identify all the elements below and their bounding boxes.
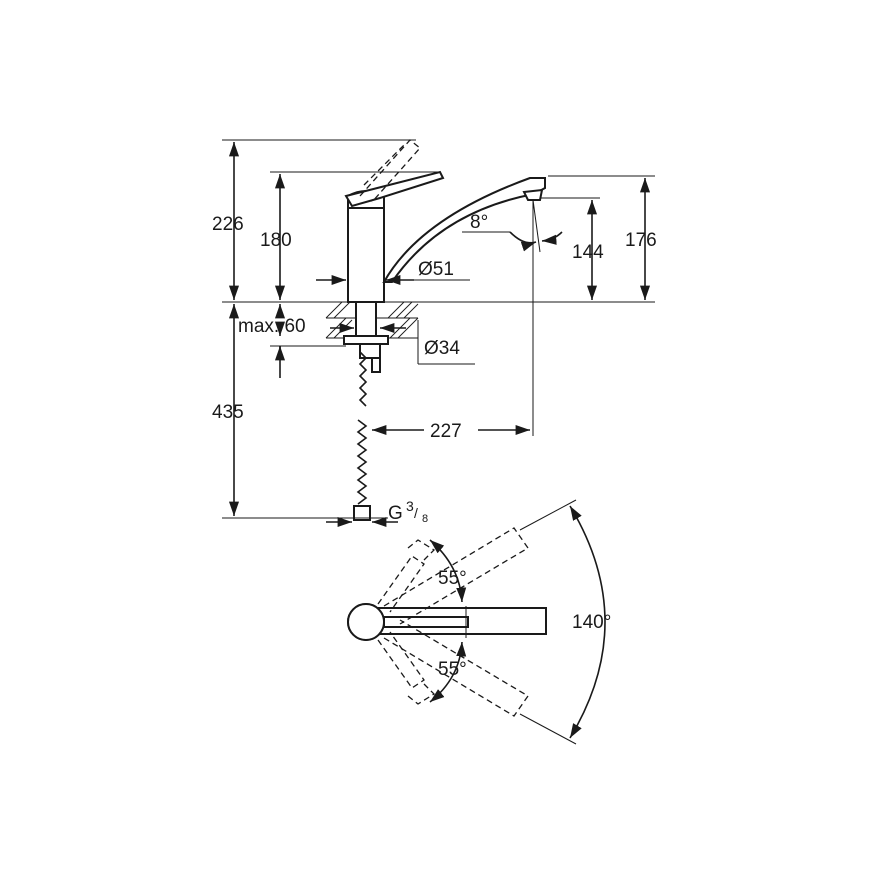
dim-spout-angle: 8° — [470, 212, 488, 233]
aerator — [522, 188, 544, 201]
top-view: 55° 55° 140° — [347, 499, 611, 745]
dim-spout-height-outer: 176 — [625, 230, 657, 251]
stud-end — [371, 357, 381, 373]
dim-hose-length: 435 — [212, 402, 244, 423]
lever-handle — [344, 170, 445, 208]
dim-max-thickness: max. 60 — [238, 316, 306, 337]
lever-position-upper — [377, 539, 436, 613]
dim-spout-height-inner: 144 — [572, 242, 604, 263]
side-view: 226 180 176 144 8° Ø51 max. 60 — [212, 139, 657, 528]
supply-hose-lower — [356, 419, 368, 505]
connection-slash: / — [414, 505, 418, 521]
connection-label: G — [388, 503, 403, 524]
connection-denominator: 8 — [422, 513, 428, 525]
shank — [355, 301, 377, 341]
supply-hose-upper — [358, 351, 368, 407]
angle-total: 140° — [572, 612, 611, 633]
faucet-body — [347, 207, 385, 303]
top-lever — [383, 616, 469, 628]
connection-numerator: 3 — [406, 498, 414, 514]
spout — [382, 177, 546, 283]
dim-spout-reach: 227 — [430, 421, 462, 442]
hose-connector — [353, 505, 371, 521]
angle-lower: 55° — [438, 659, 467, 680]
dim-body-height: 180 — [260, 230, 292, 251]
dim-body-diameter: Ø51 — [418, 259, 454, 280]
mounting-stud — [359, 343, 381, 359]
lever-position-lower — [377, 631, 436, 705]
lever-raised-outline — [359, 139, 421, 203]
dim-total-height: 226 — [212, 214, 244, 235]
dim-hole-diameter: Ø34 — [424, 338, 460, 359]
angle-upper: 55° — [438, 568, 467, 589]
mounting-nut — [343, 335, 389, 345]
